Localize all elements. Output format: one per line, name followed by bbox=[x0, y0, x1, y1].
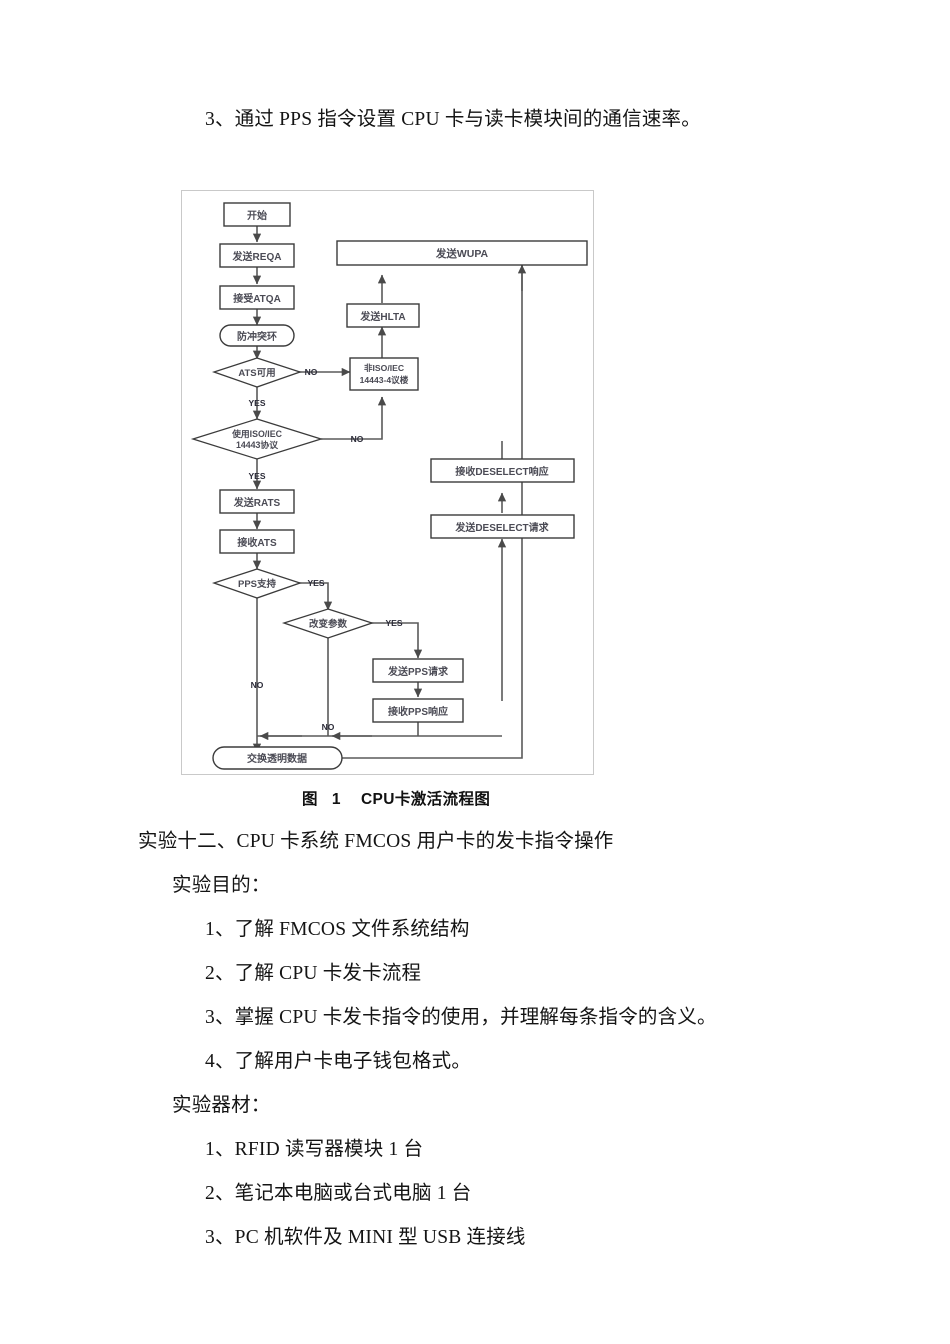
flowchart-svg: 开始 发送REQA 接受ATQA 防冲突环 ATS可用 bbox=[190, 202, 588, 770]
flowchart-plain-connectors bbox=[256, 263, 523, 759]
edge-label-ats-yes: YES bbox=[248, 398, 265, 408]
flow-node-send-rats: 发送RATS bbox=[219, 489, 295, 514]
heading-experiment-twelve: 实验十二、CPU 卡系统 FMCOS 用户卡的发卡指令操作 bbox=[138, 831, 614, 852]
list-item-equipment-2: 2、笔记本电脑或台式电脑 1 台 bbox=[205, 1183, 472, 1204]
flow-node-send-wupa-label: 发送WUPA bbox=[435, 247, 489, 260]
edge-label-param-no: NO bbox=[322, 722, 335, 732]
edge-label-iso-no: NO bbox=[351, 434, 364, 444]
flow-node-change-param-label: 改变参数 bbox=[309, 618, 348, 630]
flow-node-start: 开始 bbox=[223, 202, 291, 227]
flow-node-anticollision-label: 防冲突环 bbox=[237, 330, 277, 343]
edge-label-iso-yes: YES bbox=[248, 471, 265, 481]
list-item-equipment-1: 1、RFID 读写器模块 1 台 bbox=[205, 1139, 424, 1160]
edge-label-pps-yes: YES bbox=[307, 578, 324, 588]
flowchart-connectors bbox=[252, 226, 507, 701]
flow-node-change-param: 改变参数 bbox=[281, 608, 375, 639]
flow-node-send-deselect: 发送DESELECT请求 bbox=[430, 514, 575, 539]
flow-node-use-iso-line2: 14443协议 bbox=[236, 439, 278, 450]
flow-node-use-iso-line1: 使用ISO/IEC bbox=[231, 428, 283, 439]
paragraph-pps-instruction: 3、通过 PPS 指令设置 CPU 卡与读卡模块间的通信速率。 bbox=[205, 109, 701, 130]
flow-node-recv-pps: 接收PPS响应 bbox=[372, 698, 464, 723]
flow-node-recv-deselect-label: 接收DESELECT响应 bbox=[455, 465, 548, 478]
figure-caption-title: CPU卡激活流程图 bbox=[360, 791, 491, 808]
flow-node-non-iso: 非ISO/IEC 14443-4议楼 bbox=[349, 357, 419, 391]
flow-node-recv-ats-label: 接收ATS bbox=[237, 536, 277, 549]
figure-caption-number: 1 bbox=[331, 791, 341, 808]
flow-node-pps-support: PPS支持 bbox=[211, 568, 303, 599]
edge-label-ats-no: NO bbox=[305, 367, 318, 377]
flow-node-send-deselect-label: 发送DESELECT请求 bbox=[454, 521, 549, 534]
figure-caption-label: 图 bbox=[302, 791, 318, 808]
flow-node-non-iso-line1: 非ISO/IEC bbox=[364, 362, 404, 373]
list-item-purpose-4: 4、了解用户卡电子钱包格式。 bbox=[205, 1051, 472, 1072]
list-item-equipment-3: 3、PC 机软件及 MINI 型 USB 连接线 bbox=[205, 1227, 526, 1248]
flow-node-ats-available: ATS可用 bbox=[211, 357, 303, 388]
flow-node-exchange-data-label: 交换透明数据 bbox=[247, 752, 307, 765]
flow-node-send-reqa: 发送REQA bbox=[219, 243, 295, 268]
flow-node-send-wupa: 发送WUPA bbox=[336, 240, 588, 266]
subheading-experiment-equipment: 实验器材： bbox=[172, 1095, 271, 1116]
flow-node-recv-atqa-label: 接受ATQA bbox=[233, 292, 281, 305]
flow-node-send-pps-label: 发送PPS请求 bbox=[387, 665, 449, 678]
flow-node-exchange-data: 交换透明数据 bbox=[212, 746, 343, 770]
flow-node-non-iso-line2: 14443-4议楼 bbox=[360, 374, 409, 385]
edge-label-param-yes: YES bbox=[385, 618, 402, 628]
flow-node-pps-support-label: PPS支持 bbox=[238, 578, 277, 590]
subheading-experiment-purpose: 实验目的： bbox=[172, 875, 271, 896]
flow-node-send-hlta-label: 发送HLTA bbox=[359, 310, 405, 323]
flow-node-send-rats-label: 发送RATS bbox=[233, 496, 281, 509]
flow-node-send-reqa-label: 发送REQA bbox=[232, 250, 282, 263]
flow-node-recv-deselect: 接收DESELECT响应 bbox=[430, 458, 575, 483]
flow-node-ats-available-label: ATS可用 bbox=[238, 368, 275, 379]
flow-node-start-label: 开始 bbox=[247, 209, 267, 222]
edge-label-pps-no: NO bbox=[251, 680, 264, 690]
flow-node-recv-atqa: 接受ATQA bbox=[219, 285, 295, 310]
flow-node-send-pps: 发送PPS请求 bbox=[372, 658, 464, 683]
list-item-purpose-1: 1、了解 FMCOS 文件系统结构 bbox=[205, 919, 470, 940]
flow-node-recv-ats: 接收ATS bbox=[219, 529, 295, 554]
flow-node-use-iso: 使用ISO/IEC 14443协议 bbox=[190, 418, 324, 460]
flow-node-send-hlta: 发送HLTA bbox=[346, 303, 420, 328]
list-item-purpose-2: 2、了解 CPU 卡发卡流程 bbox=[205, 963, 422, 984]
flow-node-recv-pps-label: 接收PPS响应 bbox=[388, 705, 448, 718]
flow-node-anticollision: 防冲突环 bbox=[219, 324, 295, 347]
list-item-purpose-3: 3、掌握 CPU 卡发卡指令的使用，并理解每条指令的含义。 bbox=[205, 1007, 717, 1028]
figure-cpu-card-activation-flowchart: 开始 发送REQA 接受ATQA 防冲突环 ATS可用 bbox=[181, 190, 594, 775]
